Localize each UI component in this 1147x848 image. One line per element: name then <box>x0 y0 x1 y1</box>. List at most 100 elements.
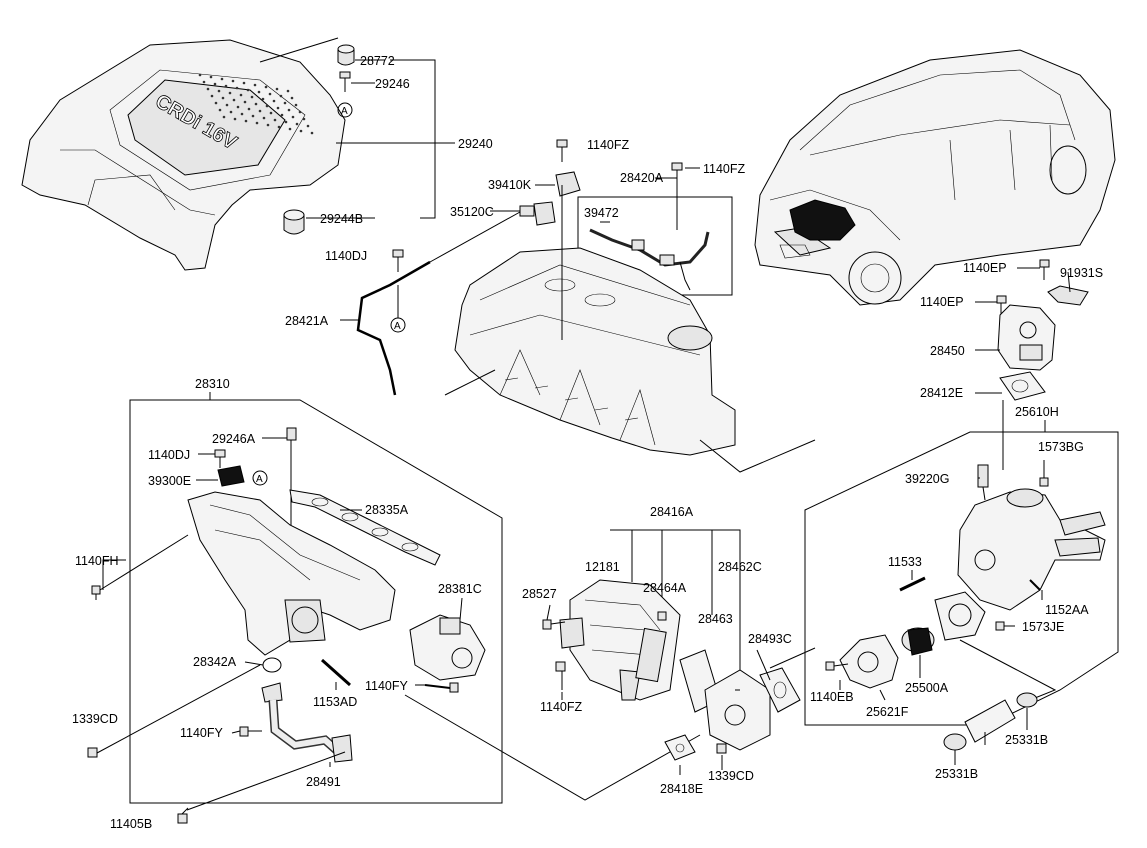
vehicle-illustration <box>754 49 1116 306</box>
cover-dot <box>229 110 233 114</box>
label-28772: 28772 <box>360 54 395 68</box>
label-1140FZ-hose: 1140FZ <box>703 162 746 176</box>
cover-grill-dots <box>198 73 314 135</box>
label-39472: 39472 <box>584 206 619 220</box>
label-39410K: 39410K <box>488 178 532 192</box>
cover-dot <box>291 115 295 119</box>
label-28493C: 28493C <box>748 632 792 646</box>
cover-dot <box>239 93 243 97</box>
cover-dot <box>225 103 229 107</box>
label-39220G: 39220G <box>905 472 949 486</box>
label-1140FY-b: 1140FY <box>180 726 224 740</box>
thermostat-25500A <box>901 627 935 656</box>
label-1152AA: 1152AA <box>1045 603 1089 617</box>
hose-clamp-25331B-lower <box>943 733 967 751</box>
bolt-1140FZ-egr <box>555 661 566 690</box>
intake-manifold <box>187 491 396 656</box>
bolt-11405B <box>177 807 189 824</box>
cover-dot <box>198 73 202 77</box>
label-1140FY-a: 1140FY <box>365 679 409 693</box>
cover-dot <box>246 88 250 92</box>
cover-dot <box>287 108 291 112</box>
cover-dot <box>280 113 284 117</box>
label-1140DJ-top: 1140DJ <box>325 249 367 263</box>
cover-dot <box>213 82 217 86</box>
bolt-1140FH <box>91 585 101 600</box>
cover-dot <box>220 77 224 81</box>
cylinder-head <box>454 247 736 456</box>
cover-dot <box>221 96 225 100</box>
label-28418E: 28418E <box>660 782 703 796</box>
stud-1153AD <box>321 658 351 687</box>
sensor-35120C <box>519 201 556 226</box>
cover-dot <box>244 119 248 123</box>
svg-text:A: A <box>256 474 263 485</box>
cover-dot <box>257 90 261 94</box>
label-25621F: 25621F <box>866 705 909 719</box>
label-25331B-upper: 25331B <box>1005 733 1048 747</box>
label-11533: 11533 <box>888 555 922 569</box>
bolt-1339CD-egr <box>716 743 727 754</box>
cover-dot <box>310 131 314 135</box>
cover-dot <box>298 110 302 114</box>
cover-dot <box>253 83 257 87</box>
cover-dot <box>240 112 244 116</box>
cover-dot <box>273 118 277 122</box>
bolt-1140FY-b <box>239 726 262 737</box>
label-29246A: 29246A <box>212 432 256 446</box>
bolt-29246 <box>339 71 351 92</box>
engine-cover-29240: CRDi 16V <box>21 39 346 271</box>
svg-text:A: A <box>394 321 401 332</box>
cover-dot <box>302 117 306 121</box>
label-11405B: 11405B <box>110 817 152 831</box>
hose-39472 <box>589 228 710 291</box>
label-28462C: 28462C <box>718 560 762 574</box>
cover-dot <box>235 86 239 90</box>
cover-dot <box>217 89 221 93</box>
egr-valve <box>704 669 771 751</box>
grommet-28772 <box>337 44 355 66</box>
label-25331B-lower: 25331B <box>935 767 978 781</box>
label-1140EP-top: 1140EP <box>963 261 1007 275</box>
label-29246: 29246 <box>375 77 410 91</box>
coolant-hose <box>964 699 1016 743</box>
bolt-1140EP-top <box>1039 259 1050 280</box>
callout-a-pipe: A <box>390 317 406 333</box>
cover-dot <box>294 103 298 107</box>
label-28464A: 28464A <box>643 581 687 595</box>
cover-dot <box>288 127 292 131</box>
plug-1573JE <box>995 621 1005 631</box>
label-28491: 28491 <box>306 775 341 789</box>
thermostat-housing <box>957 488 1106 611</box>
cover-dot <box>269 111 273 115</box>
cover-dot <box>276 106 280 110</box>
cover-dot <box>272 99 276 103</box>
label-1339CD-egr: 1339CD <box>708 769 754 783</box>
cover-dot <box>290 96 294 100</box>
svg-text:A: A <box>341 106 348 117</box>
bolt-1140DJ-manifold <box>214 449 226 468</box>
bolt-1140FZ-hose <box>671 162 683 230</box>
cover-dot <box>218 108 222 112</box>
cover-dot <box>250 95 254 99</box>
label-29240: 29240 <box>458 137 493 151</box>
egr-actuator-28450 <box>997 304 1056 371</box>
cover-dot <box>214 101 218 105</box>
cover-dot <box>224 84 228 88</box>
cover-dot <box>258 109 262 113</box>
cover-dot <box>236 105 240 109</box>
label-1140DJ-manifold: 1140DJ <box>148 448 190 462</box>
cover-dot <box>247 107 251 111</box>
cover-dot <box>283 101 287 105</box>
cover-dot <box>222 115 226 119</box>
bolt-1573BG <box>1039 477 1049 487</box>
cover-dot <box>255 121 259 125</box>
part-labels: 28772 29246 29240 29244B 1140FZ 39410K 3… <box>72 54 1103 831</box>
cover-dot <box>279 94 283 98</box>
cover-dot <box>206 87 210 91</box>
callout-a-top: A <box>337 102 353 118</box>
cover-dot <box>232 98 236 102</box>
housing-25621F <box>839 634 899 689</box>
cover-dot <box>233 117 237 121</box>
cover-dot <box>286 89 290 93</box>
